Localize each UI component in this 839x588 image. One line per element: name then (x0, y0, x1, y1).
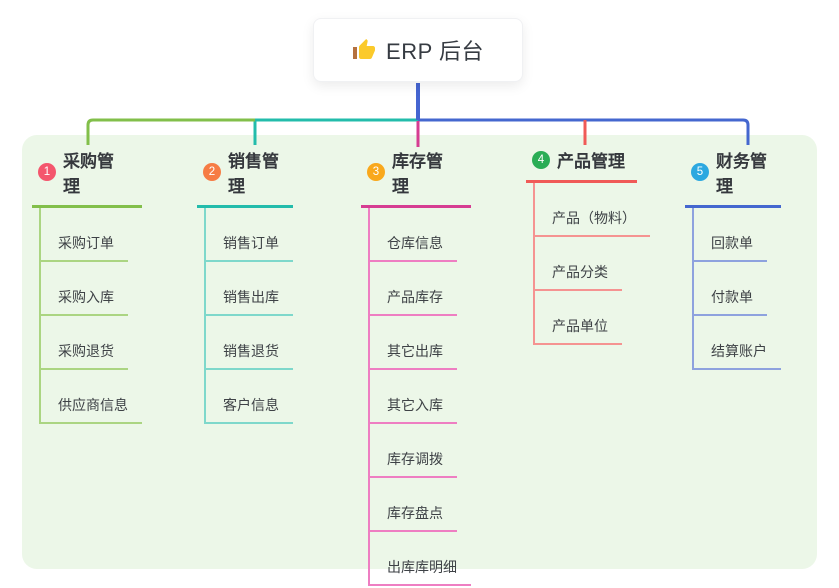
branch-number-badge: 2 (203, 163, 221, 181)
child-node[interactable]: 产品（物料） (535, 183, 650, 237)
thumbs-up-icon (353, 39, 376, 59)
child-node[interactable]: 销售出库 (206, 262, 293, 316)
child-node[interactable]: 其它入库 (370, 370, 457, 424)
branch-node-1[interactable]: 1 采购管理 (32, 147, 142, 208)
child-node[interactable]: 采购入库 (41, 262, 128, 316)
child-node[interactable]: 库存盘点 (370, 478, 457, 532)
branch-number-badge: 3 (367, 163, 385, 181)
child-node[interactable]: 付款单 (694, 262, 767, 316)
child-node[interactable]: 库存调拨 (370, 424, 457, 478)
branch-4: 4 产品管理产品（物料）产品分类产品单位 (526, 147, 650, 345)
branch-title: 采购管理 (63, 152, 114, 196)
child-node[interactable]: 其它出库 (370, 316, 457, 370)
root-title: ERP 后台 (386, 39, 484, 64)
branch-number-badge: 5 (691, 163, 709, 181)
branch-children: 回款单付款单结算账户 (692, 208, 781, 370)
branch-2: 2 销售管理销售订单销售出库销售退货客户信息 (197, 147, 293, 424)
branch-5: 5 财务管理回款单付款单结算账户 (685, 147, 781, 370)
child-node[interactable]: 销售订单 (206, 208, 293, 262)
branch-node-5[interactable]: 5 财务管理 (685, 147, 781, 208)
branch-children: 仓库信息产品库存其它出库其它入库库存调拨库存盘点出库库明细 (368, 208, 471, 586)
branch-title: 销售管理 (228, 152, 279, 196)
branch-node-2[interactable]: 2 销售管理 (197, 147, 293, 208)
child-node[interactable]: 仓库信息 (370, 208, 457, 262)
branch-3: 3 库存管理仓库信息产品库存其它出库其它入库库存调拨库存盘点出库库明细 (361, 147, 471, 586)
child-node[interactable]: 回款单 (694, 208, 767, 262)
branch-children: 产品（物料）产品分类产品单位 (533, 183, 650, 345)
branch-title: 库存管理 (392, 152, 443, 196)
branch-node-3[interactable]: 3 库存管理 (361, 147, 471, 208)
branch-number-badge: 4 (532, 150, 550, 169)
child-node[interactable]: 产品单位 (535, 291, 622, 345)
child-node[interactable]: 采购订单 (41, 208, 128, 262)
branch-children: 销售订单销售出库销售退货客户信息 (204, 208, 293, 424)
child-node[interactable]: 供应商信息 (41, 370, 142, 424)
child-node[interactable]: 销售退货 (206, 316, 293, 370)
child-node[interactable]: 采购退货 (41, 316, 128, 370)
child-node[interactable]: 客户信息 (206, 370, 293, 424)
branch-1: 1 采购管理采购订单采购入库采购退货供应商信息 (32, 147, 142, 424)
root-node[interactable]: ERP 后台 (313, 18, 523, 82)
child-node[interactable]: 结算账户 (694, 316, 781, 370)
branch-node-4[interactable]: 4 产品管理 (526, 147, 637, 183)
branch-title: 产品管理 (557, 152, 625, 171)
child-node[interactable]: 出库库明细 (370, 532, 471, 586)
branch-number-badge: 1 (38, 163, 56, 181)
child-node[interactable]: 产品库存 (370, 262, 457, 316)
branch-children: 采购订单采购入库采购退货供应商信息 (39, 208, 142, 424)
branch-title: 财务管理 (716, 152, 767, 196)
child-node[interactable]: 产品分类 (535, 237, 622, 291)
